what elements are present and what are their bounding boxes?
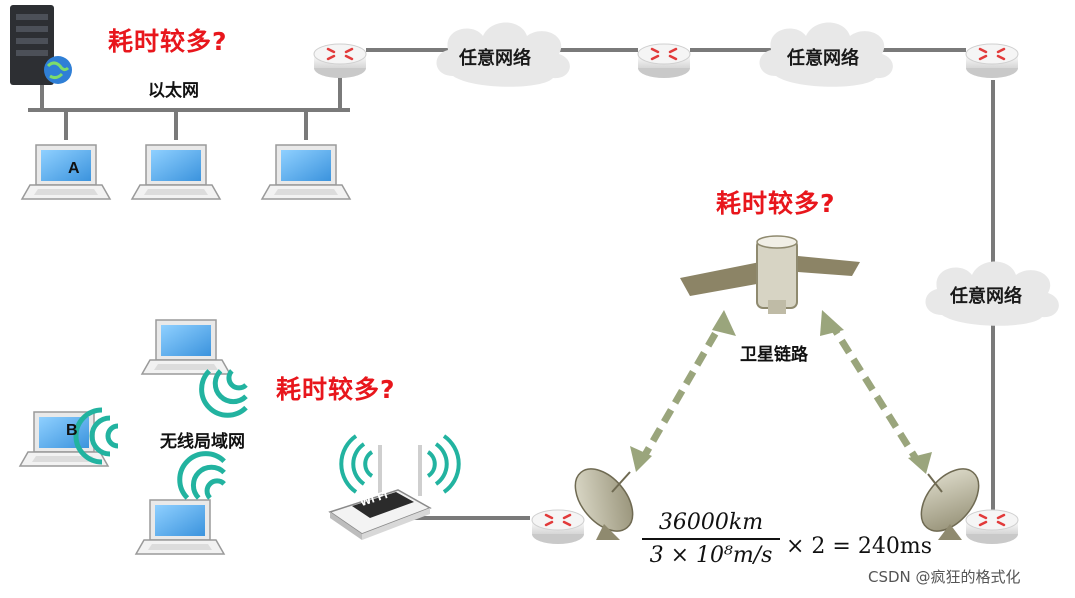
- formula-result: × 2 = 240ms: [786, 534, 932, 559]
- router-icon: [636, 42, 692, 80]
- laptop-icon: [261, 144, 351, 200]
- formula-denominator: 3 × 10⁸m/s: [649, 542, 773, 568]
- laptop-icon: [131, 144, 221, 200]
- any-network-label: 任意网络: [787, 48, 859, 69]
- laptop-icon: [135, 499, 225, 555]
- satellite-icon: [680, 235, 860, 314]
- satellite-dish-icon: [920, 468, 980, 540]
- wifi-access-point-icon: [328, 434, 461, 540]
- host-b-label: B: [66, 422, 78, 439]
- laptop-icon: [21, 144, 111, 200]
- router-icon: [312, 42, 368, 80]
- laptop-icon: [141, 319, 231, 375]
- router-icon: [530, 508, 586, 546]
- any-network-label: 任意网络: [950, 286, 1022, 307]
- satellite-link-label: 卫星链路: [740, 345, 808, 365]
- any-network-label: 任意网络: [459, 48, 531, 69]
- formula-numerator: 36000km: [658, 510, 764, 535]
- question-label-ethernet: 耗时较多?: [108, 27, 228, 56]
- laptop-icon: [19, 411, 109, 467]
- watermark-text: CSDN @疯狂的格式化: [868, 568, 1021, 586]
- host-a-label: A: [68, 160, 80, 177]
- satellite-link-arrows: [638, 320, 921, 464]
- satellite-dish-icon: [574, 468, 634, 540]
- server-icon: [10, 5, 72, 85]
- formula-fraction: 36000km 3 × 10⁸m/s: [642, 510, 780, 568]
- fraction-bar: [642, 538, 780, 540]
- question-label-satellite: 耗时较多?: [716, 189, 836, 218]
- arrowhead-icons: [630, 310, 932, 474]
- ethernet-label: 以太网: [148, 81, 199, 101]
- router-icon: [964, 42, 1020, 80]
- router-icon: [964, 508, 1020, 546]
- question-label-wlan: 耗时较多?: [276, 375, 396, 404]
- wlan-label: 无线局域网: [160, 432, 245, 452]
